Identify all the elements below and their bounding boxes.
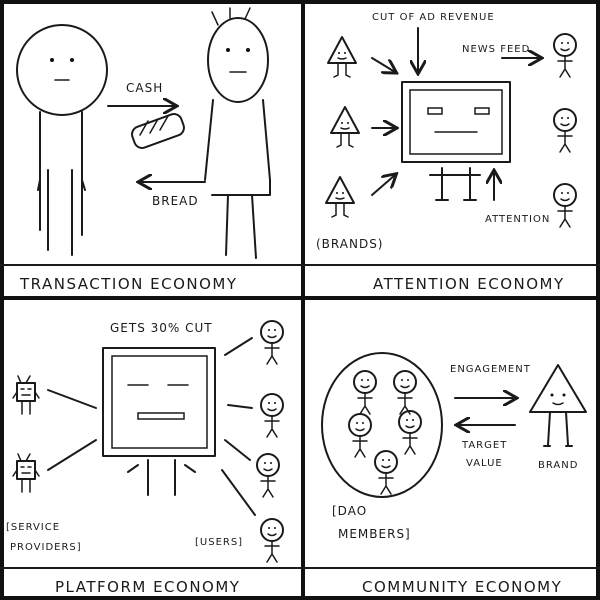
- user-icon: [554, 109, 576, 152]
- platform-screen-icon: [401, 81, 511, 201]
- target-label-2: VALUE: [466, 458, 503, 469]
- connection-line: [47, 389, 97, 409]
- bread-icon: [131, 113, 185, 149]
- connection-line: [224, 439, 251, 461]
- user-icon: [261, 519, 283, 562]
- user-icon: [257, 454, 279, 497]
- user-icon: [261, 394, 283, 437]
- users-label: [USERS]: [195, 537, 243, 548]
- user-icon: [554, 34, 576, 77]
- panel-platform: GETS 30% CUT [SERVICE PROVIDERS] [USERS]…: [6, 321, 283, 596]
- dao-member-icon: [394, 371, 416, 414]
- target-label-1: TARGET: [461, 440, 507, 451]
- dao-label-1: [DAO: [332, 504, 367, 518]
- person-right: [204, 7, 271, 259]
- service-provider-icon: [12, 453, 40, 493]
- bread-label: BREAD: [152, 194, 199, 208]
- panel-title-transaction: TRANSACTION ECONOMY: [19, 275, 238, 293]
- ad-revenue-label: CUT OF AD REVENUE: [372, 12, 495, 23]
- panel-title-community: COMMUNITY ECONOMY: [362, 578, 562, 596]
- dao-circle: [321, 352, 443, 498]
- engagement-label: ENGAGEMENT: [450, 364, 531, 375]
- panel-title-attention: ATTENTION ECONOMY: [373, 275, 565, 293]
- cash-label: CASH: [126, 81, 163, 95]
- user-icon: [554, 184, 576, 227]
- dao-member-icon: [375, 451, 397, 494]
- brand-arrow: [371, 57, 395, 72]
- brand-icon: [327, 36, 357, 78]
- user-icon: [261, 321, 283, 364]
- connection-line: [47, 439, 97, 471]
- service-providers-label-2: PROVIDERS]: [10, 542, 82, 553]
- brands-label: (BRANDS): [316, 237, 384, 251]
- dao-member-icon: [354, 371, 376, 414]
- brand-label: BRAND: [538, 460, 578, 471]
- connection-line: [227, 404, 253, 409]
- brand-icon: [529, 364, 587, 447]
- cut-label: GETS 30% CUT: [110, 321, 213, 335]
- person-left: [16, 24, 108, 256]
- dao-member-icon: [399, 411, 421, 454]
- brand-icon: [330, 106, 360, 148]
- connection-line: [224, 337, 253, 356]
- news-feed-label: NEWS FEED: [462, 44, 530, 55]
- panel-attention: CUT OF AD REVENUE (BRANDS) NEWS FEED ATT…: [316, 12, 576, 293]
- brand-arrow: [371, 175, 395, 196]
- brand-icon: [325, 176, 355, 218]
- panel-title-platform: PLATFORM ECONOMY: [55, 578, 240, 596]
- panel-transaction: CASH BREAD TRANSACTION ECONOMY: [16, 7, 271, 293]
- connection-line: [221, 469, 256, 516]
- dao-member-icon: [349, 414, 371, 457]
- attention-label: ATTENTION: [485, 214, 550, 225]
- dao-label-2: MEMBERS]: [338, 527, 411, 541]
- platform-screen-icon: [102, 347, 216, 496]
- panel-community: [DAO MEMBERS] ENGAGEMENT TARGET VALUE BR…: [321, 352, 587, 596]
- service-provider-icon: [12, 375, 40, 415]
- service-providers-label-1: [SERVICE: [6, 522, 60, 533]
